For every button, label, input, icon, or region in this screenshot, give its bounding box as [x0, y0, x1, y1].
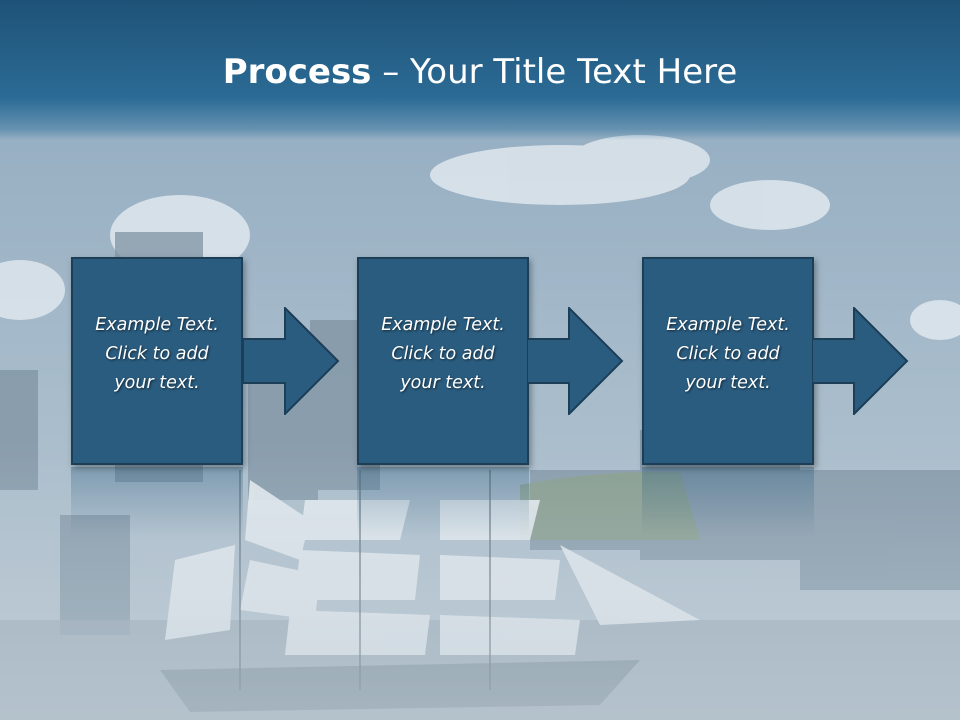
arrow-right-icon — [527, 307, 624, 415]
box-reflection — [357, 467, 529, 537]
process-step-3[interactable]: Example Text. Click to add your text. — [642, 257, 814, 465]
title-rest: – Your Title Text Here — [371, 52, 738, 92]
step-text-line: your text. — [400, 373, 486, 393]
box-reflection — [71, 467, 243, 537]
step-text-line: Click to add — [676, 344, 780, 364]
step-text-line: Example Text. — [666, 315, 790, 335]
step-box — [71, 257, 243, 465]
step-text-line: Example Text. — [381, 315, 505, 335]
step-text[interactable]: Example Text. Click to add your text. — [642, 311, 814, 398]
step-text[interactable]: Example Text. Click to add your text. — [357, 311, 529, 398]
title-bold: Process — [222, 52, 372, 92]
step-text[interactable]: Example Text. Click to add your text. — [71, 311, 243, 398]
step-text-line: your text. — [114, 373, 200, 393]
arrow-right-icon — [243, 307, 340, 415]
step-text-line: Example Text. — [95, 315, 219, 335]
process-step-1[interactable]: Example Text. Click to add your text. — [71, 257, 243, 465]
arrow-right-icon — [812, 307, 909, 415]
slide-title[interactable]: Process – Your Title Text Here — [0, 52, 960, 92]
clouds — [0, 135, 960, 340]
box-reflection — [642, 467, 814, 537]
step-box — [357, 257, 529, 465]
title-bar — [0, 0, 960, 140]
step-box — [642, 257, 814, 465]
process-step-2[interactable]: Example Text. Click to add your text. — [357, 257, 529, 465]
step-text-line: Click to add — [105, 344, 209, 364]
step-text-line: Click to add — [391, 344, 495, 364]
step-text-line: your text. — [685, 373, 771, 393]
